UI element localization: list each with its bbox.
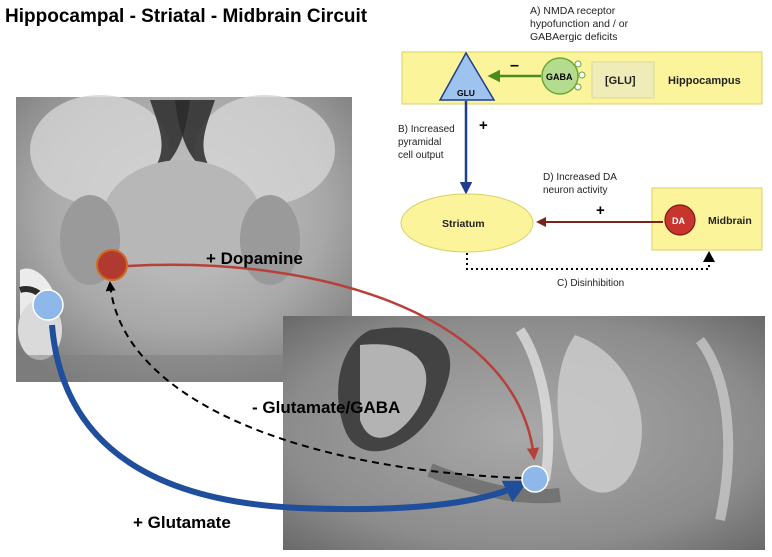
glu-inner-box [591, 61, 655, 99]
hippocampus-node [32, 289, 64, 321]
note-b-line2: pyramidal [398, 137, 441, 148]
note-a-line2: hypofunction and / or [530, 18, 629, 30]
striatum-node [521, 465, 549, 493]
note-b-line3: cell output [398, 150, 444, 161]
gaba-bouton [574, 83, 582, 91]
note-c: C) Disinhibition [557, 278, 624, 289]
da-neuron [664, 204, 696, 236]
glu-pyramidal-cell [438, 51, 496, 101]
note-b-line1: B) Increased [398, 124, 455, 135]
dopamine-arrow [127, 263, 540, 461]
circuit-schematic: A) NMDA receptor hypofunction and / or G… [398, 5, 763, 289]
disinhibition-arrowhead [703, 251, 715, 262]
note-a-line1: A) NMDA receptor [530, 5, 616, 17]
glutamate-gaba-label: - Glutamate/GABA [252, 398, 400, 417]
gaba-bouton [574, 60, 582, 68]
glutamate-gaba-arrow [105, 281, 523, 479]
plus-d: + [596, 202, 605, 219]
note-d-line1: D) Increased DA [543, 172, 617, 183]
minus-sign: – [510, 57, 519, 74]
gaba-bouton [578, 71, 586, 79]
disinhibition-path [466, 253, 710, 270]
figure-title: Hippocampal - Striatal - Midbrain Circui… [5, 6, 368, 27]
hippocampus-label: Hippocampus [668, 75, 741, 87]
glutamate-arrow [49, 324, 529, 513]
note-d-line2: neuron activity [543, 185, 607, 196]
striatum-label: Striatum [442, 218, 485, 230]
note-a-line3: GABAergic deficits [530, 31, 618, 43]
da-cell-label: DA [672, 216, 685, 226]
glutamate-label: + Glutamate [133, 513, 231, 532]
dopamine-label: + Dopamine [206, 249, 303, 268]
glu-box-label: [GLU] [605, 75, 636, 87]
gaba-cell-label: GABA [546, 72, 573, 82]
mri-striatal-slice [283, 316, 765, 550]
striatum-ellipse [400, 193, 534, 253]
glu-cell-label: GLU [457, 88, 475, 98]
plus-b: + [479, 117, 488, 134]
midbrain-label: Midbrain [708, 215, 752, 227]
gaba-interneuron [541, 57, 579, 95]
midbrain-node [96, 249, 128, 281]
